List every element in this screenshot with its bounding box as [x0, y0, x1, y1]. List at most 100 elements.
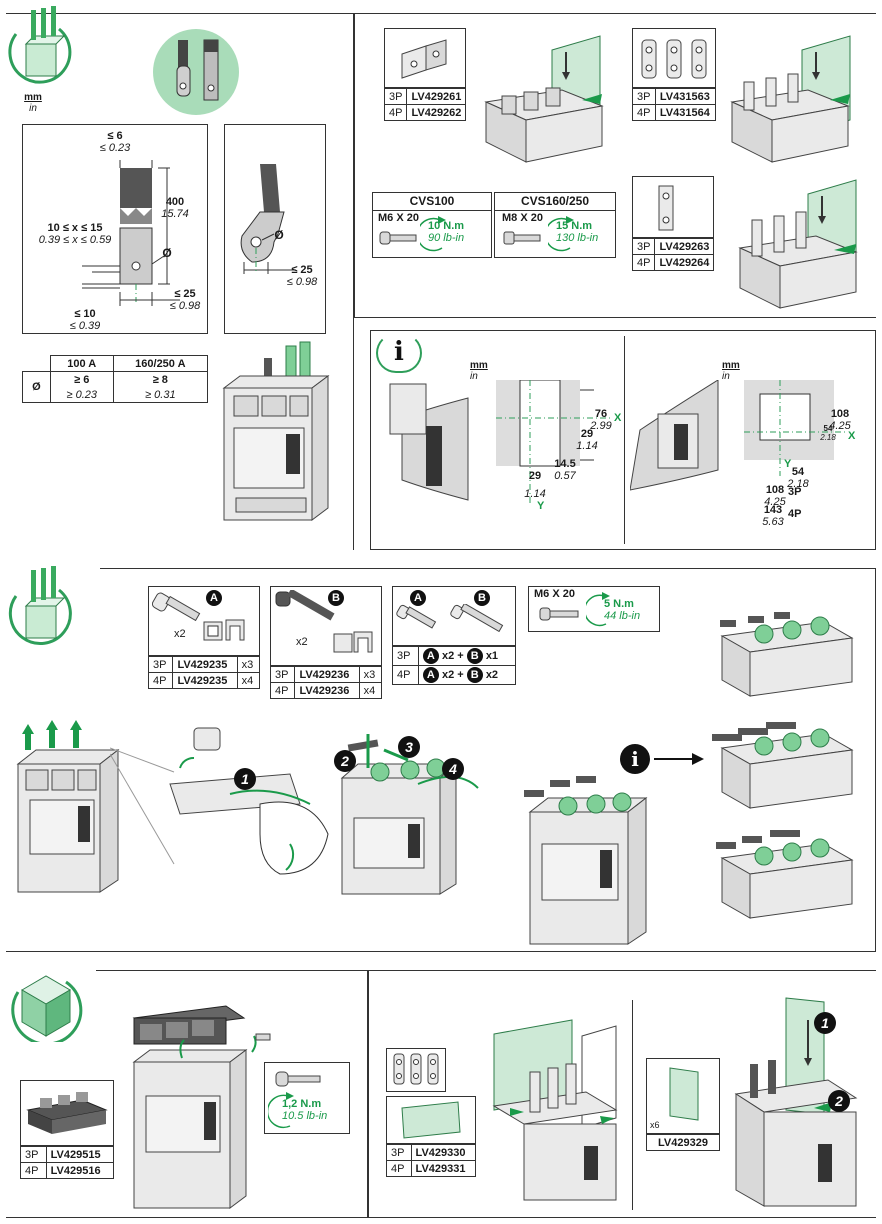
- cover-torque-box: [264, 1062, 350, 1134]
- poles-3p: 3P: [383, 88, 408, 105]
- poles-4p: 4P: [20, 1162, 47, 1179]
- terminal-icon: [8, 566, 72, 645]
- badge-b: B: [466, 667, 483, 683]
- kit-b-badge: B: [328, 590, 344, 606]
- col-160-250a: 160/250 A: [112, 355, 209, 372]
- step-3-badge: 3: [398, 736, 420, 758]
- dim-x-in: 0.39 ≤ x ≤ 0.59: [38, 234, 112, 246]
- dim-29-in: 1.14: [576, 440, 598, 452]
- breaker-terminal-shield-3: [738, 179, 858, 309]
- poles-4p: 4P: [269, 682, 296, 699]
- poles-3p: 3P: [386, 1144, 412, 1161]
- panel-cutout-right: [630, 380, 846, 491]
- badge-a: A: [422, 648, 439, 664]
- dim-76: 76: [594, 408, 608, 420]
- poles-4p: 4P: [392, 665, 419, 685]
- dim-108: 108: [830, 408, 850, 420]
- terminal-cover-icon: [11, 975, 83, 1042]
- single-plate-icon: [658, 185, 674, 231]
- breaker-with-bars: [222, 341, 330, 521]
- cvs100-title: CVS100: [372, 194, 492, 211]
- cable-lug-icon: [153, 29, 239, 115]
- connection-plates-icon: [641, 39, 707, 79]
- breaker-with-spacer: [492, 1019, 618, 1201]
- part-table-lv429329: LV429329: [646, 1134, 720, 1151]
- cvs160-torque-box: [494, 192, 616, 258]
- part-lv429516: LV429516: [45, 1162, 115, 1179]
- barrier-step-2-badge: 2: [828, 1090, 850, 1112]
- cover-torque-lbin: 10.5 lb-in: [282, 1110, 328, 1122]
- poles-3p: 3P: [20, 1146, 47, 1163]
- part-lv429235-4p: LV429235: [172, 672, 238, 689]
- badge-a: A: [422, 667, 439, 683]
- info-circle-icon: i: [620, 744, 650, 774]
- part-lv429261: LV429261: [406, 88, 467, 105]
- screw-size: M6 X 20: [534, 588, 575, 600]
- row4-b-qty: x2: [485, 669, 499, 681]
- dim-143: 143: [763, 504, 783, 516]
- lug-width-in: ≤ 0.98: [286, 276, 318, 288]
- dim-108h-in: 4.25: [764, 496, 786, 508]
- axis-y: Y: [537, 500, 545, 512]
- dim-hole-mm: ≤ 10: [74, 308, 96, 320]
- dim-54v: 54: [823, 424, 833, 433]
- step1-insert-clip: [110, 727, 329, 875]
- lug-width-mm: ≤ 25: [291, 264, 313, 276]
- unit-in-label: in: [722, 371, 730, 382]
- part-lv429235: LV429235: [172, 656, 238, 673]
- torque-arrow-icon: [420, 216, 446, 252]
- dim-29b: 29: [528, 470, 542, 482]
- col-100a: 100 A: [49, 355, 114, 372]
- poles-4p: 4P: [383, 104, 408, 121]
- spreader-b-icon: [275, 590, 373, 653]
- step2-4-install-spreaders: [340, 734, 479, 895]
- part-lv429515: LV429515: [45, 1146, 115, 1163]
- step-1-badge: 1: [234, 768, 256, 790]
- breaker-terminal-shield-1: [484, 35, 604, 163]
- phase-barrier-icon: [669, 1067, 699, 1121]
- qty-x3: x3: [358, 666, 383, 683]
- section-accessories: [354, 13, 876, 318]
- dim-length-in: 15.74: [161, 208, 189, 220]
- row3-b-qty: x1: [485, 650, 499, 662]
- bar-drawing-svg: [82, 160, 180, 306]
- screw-torque-nm: 5 N.m: [604, 598, 634, 610]
- poles-3p: 3P: [632, 88, 656, 105]
- breaker-with-cover: [132, 1005, 271, 1209]
- bar-dimension-drawing: [22, 124, 208, 334]
- poles-3p: 3P: [392, 646, 419, 666]
- breaker-top-variant-1: [720, 612, 854, 697]
- kit-a-qty: x2: [174, 628, 186, 640]
- lug-dimension-drawing: [224, 124, 326, 334]
- part-lv429262: LV429262: [406, 104, 467, 121]
- section-phase-barriers: [368, 970, 876, 1218]
- poles-4p: 4P: [386, 1160, 412, 1177]
- dim-width-in: ≤ 0.98: [169, 300, 201, 312]
- cvs100-torque-lbin: 90 lb-in: [428, 232, 465, 244]
- dim-29b-in: 1.14: [524, 488, 546, 500]
- screw-icon: [539, 607, 579, 621]
- dim-diameter: Ø: [162, 246, 172, 260]
- unit-mm-label: mm: [470, 360, 488, 371]
- dim-54v-in: 2.18: [820, 433, 836, 442]
- kit-a-badge: A: [206, 590, 222, 606]
- dim-thickness-mm: ≤ 6: [107, 130, 123, 142]
- label-3p: 3P: [788, 486, 802, 498]
- qty-x4: x4: [236, 672, 261, 689]
- lug-diameter: Ø: [274, 228, 284, 242]
- part-lv429329: LV429329: [646, 1134, 720, 1151]
- qty-x3: x3: [236, 656, 261, 673]
- badge-b: B: [466, 648, 483, 664]
- screw-icon: [379, 231, 417, 245]
- dim-54: 54: [791, 466, 805, 478]
- rating-table: 100 A 160/250 A Ø ≥ 6 ≥ 8 ≥ 0.23 ≥ 0.31: [22, 355, 209, 403]
- part-lv431563: LV431563: [654, 88, 717, 105]
- plates-icon: [393, 1053, 439, 1085]
- unit-in-label: in: [29, 103, 37, 114]
- part-lv429263: LV429263: [654, 238, 715, 255]
- cell-250a-mm: ≥ 8: [112, 371, 209, 387]
- axis-y-right: Y: [784, 458, 792, 470]
